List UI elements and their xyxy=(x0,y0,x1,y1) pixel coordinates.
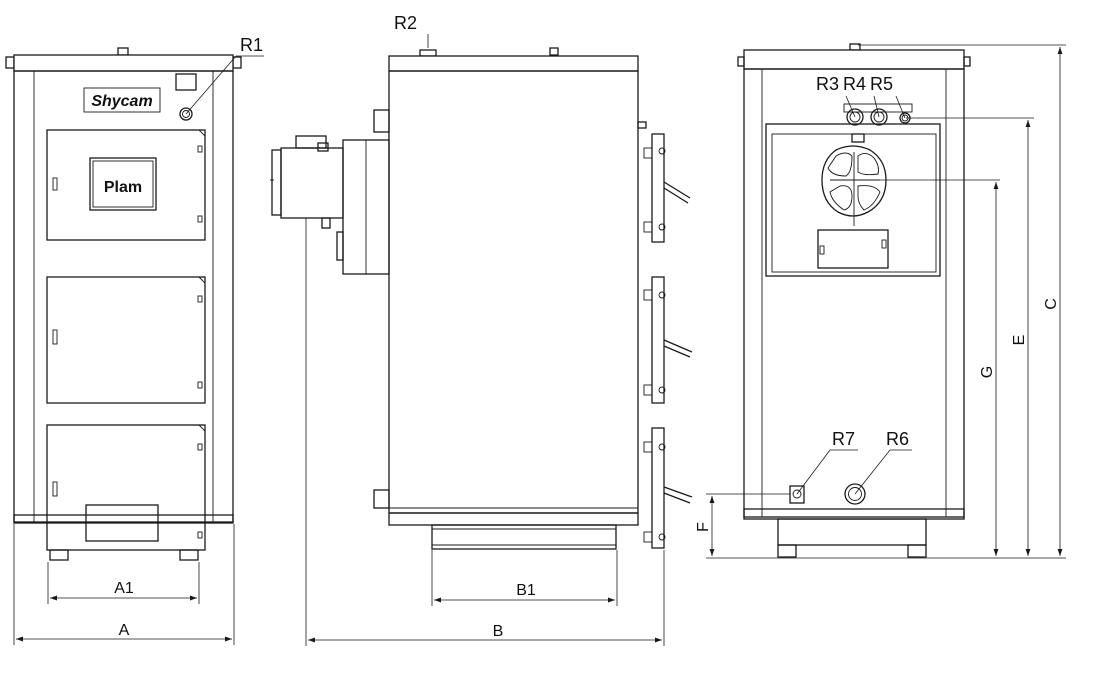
rear-view xyxy=(737,43,971,558)
label-r1: R1 xyxy=(240,35,263,55)
dim-label-a1: A1 xyxy=(114,580,134,597)
dim-label-b: B xyxy=(493,623,504,640)
r1-connection xyxy=(179,107,193,121)
indicator-square xyxy=(175,73,197,91)
label-r5: R5 xyxy=(870,74,893,94)
brand-logo-text: Shycam xyxy=(91,93,152,110)
side-view xyxy=(270,47,693,550)
r6-connection xyxy=(844,483,866,505)
brand-logo: Shycam xyxy=(83,87,161,113)
middle-door xyxy=(46,276,206,404)
leader-lines xyxy=(185,34,912,495)
r4-connection xyxy=(870,108,888,126)
dimension-lines xyxy=(13,44,1066,646)
label-r3: R3 xyxy=(816,74,839,94)
label-r2: R2 xyxy=(394,13,417,33)
label-r6: R6 xyxy=(886,429,909,449)
r3-connection xyxy=(846,108,864,126)
lower-door xyxy=(46,424,206,551)
labels: R1 R2 R3 R4 R5 R7 R6 A1 A B1 B C E G F xyxy=(114,13,1060,640)
dim-label-b1: B1 xyxy=(516,582,536,599)
label-r7: R7 xyxy=(832,429,855,449)
dim-label-g: G xyxy=(979,366,996,378)
door-hinges xyxy=(637,121,693,549)
r7-connection xyxy=(789,485,805,504)
dim-label-a: A xyxy=(119,622,130,639)
dim-label-c: C xyxy=(1043,298,1060,310)
rear-panel xyxy=(765,123,941,277)
label-r4: R4 xyxy=(843,74,866,94)
dim-label-e: E xyxy=(1011,335,1028,346)
upper-door: Plam xyxy=(46,129,206,241)
front-view: Shycam Plam xyxy=(5,47,242,561)
dim-label-f: F xyxy=(695,522,712,532)
flue-pipe xyxy=(270,135,390,275)
door-plate-text: Plam xyxy=(104,179,142,196)
